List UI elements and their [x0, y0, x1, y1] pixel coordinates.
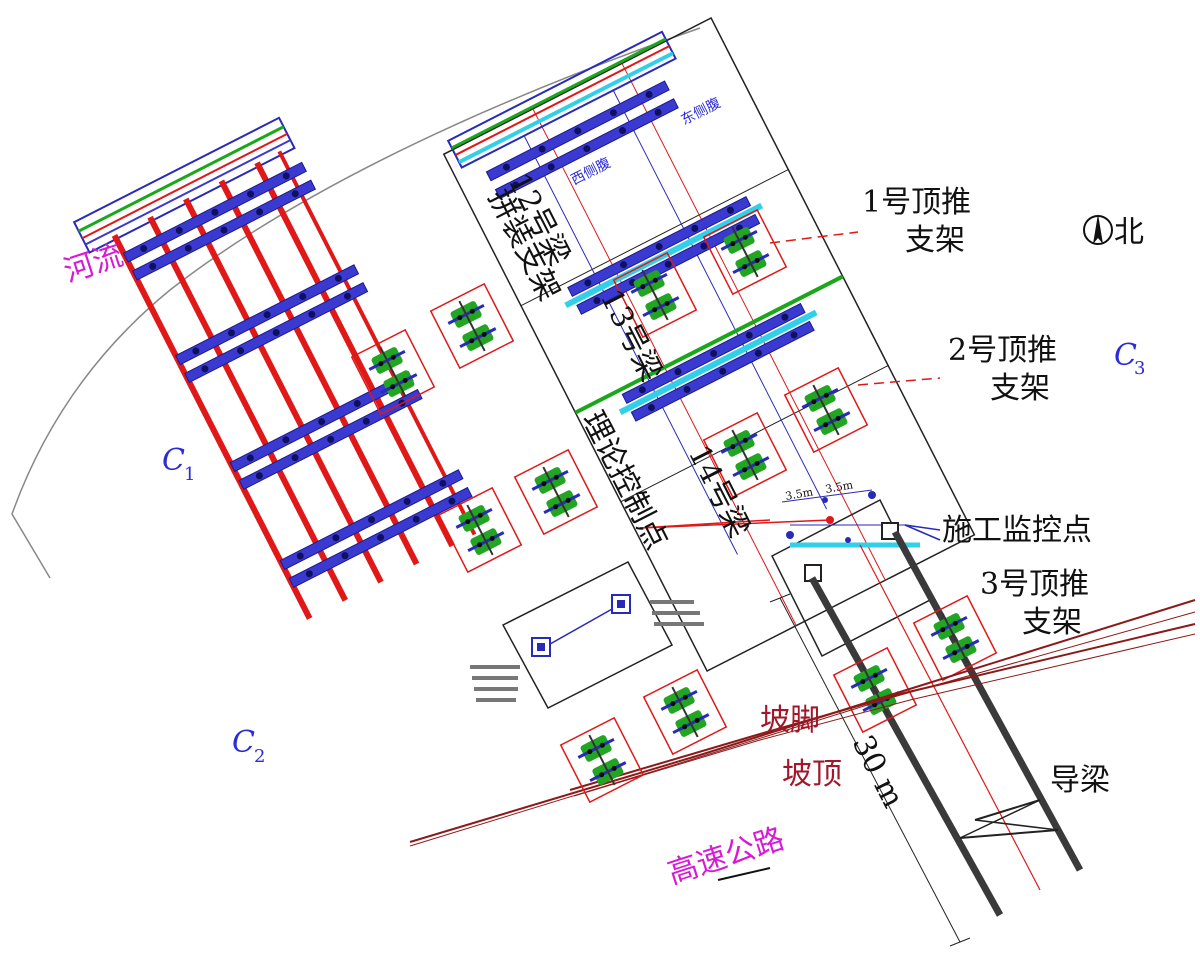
highway-label: 高速公路	[664, 821, 789, 891]
dim-left: 3.5m	[784, 485, 814, 503]
dim-right: 3.5m	[824, 478, 854, 496]
main-girder-frame	[442, 17, 976, 673]
svg-text:C: C	[232, 725, 255, 760]
construction-monitor-point-label: 施工监控点	[942, 513, 1092, 548]
highway-underline	[717, 867, 771, 881]
monitor-frame	[770, 489, 932, 658]
distance-dimension	[769, 593, 971, 947]
leader-lines	[639, 231, 941, 541]
river-label: 河流	[60, 238, 128, 290]
theory-control-box	[470, 560, 704, 709]
slope-toe-label: 坡脚	[760, 703, 820, 738]
slope-lines	[409, 599, 1196, 847]
svg-text:C: C	[1114, 338, 1137, 373]
river-bank-curve	[11, 27, 701, 579]
assembly-support-structure	[72, 116, 477, 620]
north-label: 北	[1114, 215, 1144, 250]
jack-support-3-line1: 3号顶推	[980, 567, 1089, 602]
svg-text:2: 2	[254, 746, 265, 767]
svg-text:3: 3	[1134, 358, 1145, 379]
c2-label: C 2	[232, 725, 265, 767]
guide-beam	[808, 530, 1084, 917]
svg-text:1: 1	[184, 464, 195, 485]
c1-label: C 1	[162, 443, 195, 485]
jack-support-1-line1: 1号顶推	[862, 185, 971, 220]
jack-support-2-line2: 支架	[990, 371, 1050, 406]
theory-control-point-label: 理论控制点	[575, 406, 674, 556]
c3-label: C 3	[1114, 338, 1145, 379]
jack-support-3-line2: 支架	[1022, 605, 1082, 640]
guide-beam-label: 导梁	[1050, 763, 1110, 798]
slope-top-label: 坡顶	[782, 757, 842, 792]
north-arrow-icon	[1083, 214, 1113, 245]
svg-text:C: C	[162, 443, 185, 478]
east-web-label: 东侧腹	[678, 94, 723, 128]
jack-support-1-line2: 支架	[905, 223, 965, 258]
jack-support-2-line1: 2号顶推	[948, 333, 1057, 368]
